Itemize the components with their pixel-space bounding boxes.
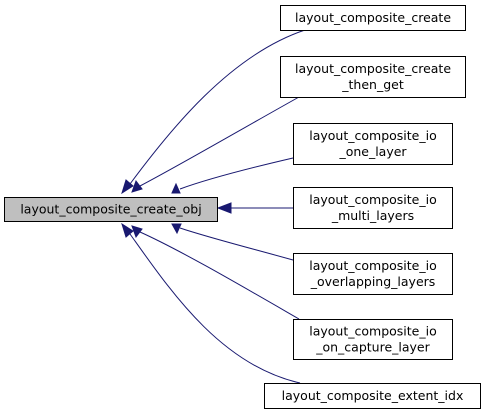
node-box (293, 253, 453, 295)
graph-nodes: layout_composite_create_obj layout_compos… (4, 5, 481, 409)
node-label-line: _then_get (341, 77, 404, 92)
call-edge-c7 (121, 222, 301, 384)
edge-arrowhead (131, 179, 143, 193)
call-edge-c5 (171, 223, 294, 261)
focus-node: layout_composite_create_obj (4, 197, 218, 222)
edge-line (139, 96, 300, 187)
call-edge-c6 (131, 225, 300, 320)
node-box (293, 123, 453, 165)
node-label-line: _on_capture_layer (315, 340, 430, 355)
node-label-line: layout_composite_extent_idx (282, 388, 464, 403)
graph-edges (121, 29, 306, 384)
caller-node-c3[interactable]: layout_composite_io_one_layer (293, 123, 453, 165)
edge-arrowhead (171, 223, 182, 235)
call-edge-c2 (131, 96, 300, 193)
edge-line (129, 29, 306, 185)
node-label-line: layout_composite_create (295, 61, 451, 76)
edge-arrowhead (121, 222, 134, 238)
edge-line (179, 227, 294, 261)
edge-arrowhead (171, 182, 181, 194)
node-label-line: layout_composite_create (295, 10, 451, 25)
caller-node-c5[interactable]: layout_composite_io_overlapping_layers (293, 253, 453, 295)
node-box (293, 187, 453, 229)
node-label-line: layout_composite_io (309, 128, 436, 143)
edge-arrowhead (131, 225, 143, 239)
call-edge-c1 (121, 29, 306, 195)
node-label-line: layout_composite_io (309, 324, 436, 339)
edge-line (129, 233, 301, 384)
node-label-line: _one_layer (338, 144, 407, 159)
caller-node-c1[interactable]: layout_composite_create (280, 5, 466, 31)
caller-node-c6[interactable]: layout_composite_io_on_capture_layer (293, 319, 453, 360)
edge-arrowhead (121, 179, 134, 195)
node-label-line: layout_composite_io (309, 258, 436, 273)
edge-line (179, 157, 294, 190)
node-box (293, 319, 453, 360)
node-label-line: _overlapping_layers (310, 274, 436, 289)
node-box (264, 383, 481, 409)
node-box (280, 5, 466, 31)
caller-node-c7[interactable]: layout_composite_extent_idx (264, 383, 481, 409)
edge-arrowhead (216, 202, 232, 214)
node-label-line: _multi_layers (331, 208, 414, 223)
caller-node-c4[interactable]: layout_composite_io_multi_layers (293, 187, 453, 229)
edge-line (139, 231, 300, 320)
node-label-line: layout_composite_create_obj (20, 202, 201, 217)
node-box (4, 197, 218, 222)
node-label-line: layout_composite_io (309, 192, 436, 207)
caller-node-c2[interactable]: layout_composite_create_then_get (280, 56, 466, 98)
call-edge-c4 (216, 202, 293, 214)
node-box (280, 56, 466, 98)
call-edge-c3 (171, 157, 294, 194)
